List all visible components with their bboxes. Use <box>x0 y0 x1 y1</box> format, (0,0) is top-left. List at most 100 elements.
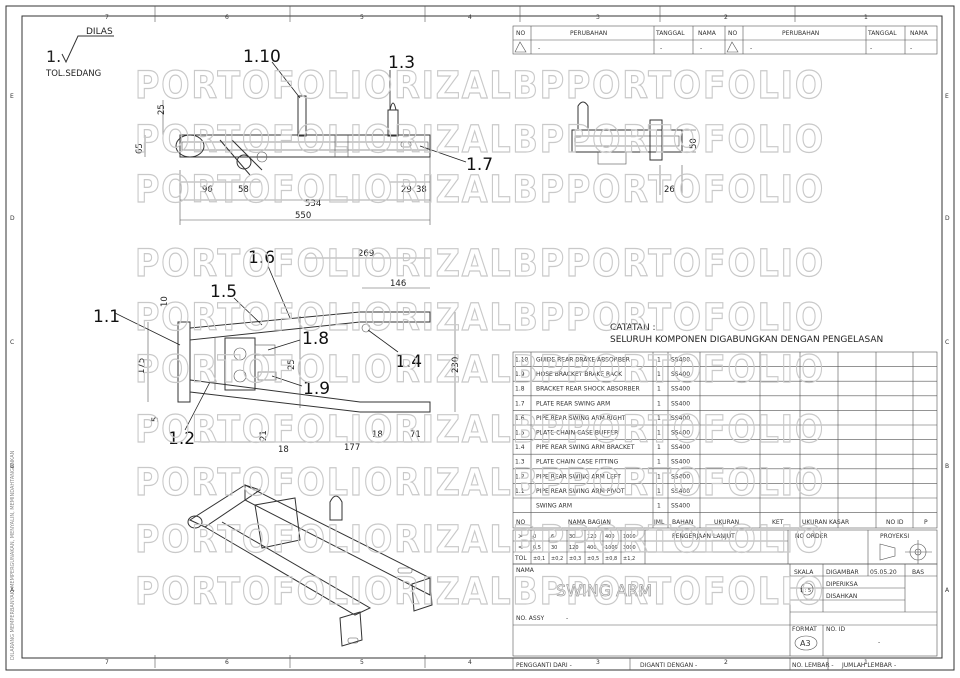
rev-h-nama1: NAMA <box>698 30 717 37</box>
weld-check-icon <box>61 35 114 64</box>
dim-10: 10 <box>160 296 170 307</box>
weld-note-number: 1. <box>46 47 61 66</box>
no-assy-label: NO. ASSY <box>516 615 545 622</box>
part-no: 1.4 <box>515 444 525 451</box>
row-right-c: C <box>945 339 949 346</box>
dim-18b: 18 <box>372 430 383 440</box>
callouts: 1.10 1.3 1.7 1.6 1.5 1.1 1.8 1.4 1.9 1.2 <box>93 47 493 449</box>
no-id-value: - <box>878 639 880 646</box>
format-label: FORMAT <box>792 626 817 633</box>
callout-1-2: 1.2 <box>168 429 195 449</box>
tolerance-cell: 3000 <box>623 545 636 551</box>
skala-value: 1 : 5 <box>800 588 811 594</box>
parts-list-table: NO NAMA BAGIAN JML BAHAN UKURAN KET UKUR… <box>512 351 938 529</box>
rev-h-tanggal1: TANGGAL <box>655 30 685 37</box>
notes-title: CATATAN : <box>610 323 656 333</box>
skala-label: SKALA <box>794 569 814 576</box>
col-top-1: 1 <box>864 14 868 21</box>
tolerance-cell: ±0,5 <box>587 556 599 562</box>
part-material: SS400 <box>671 371 690 378</box>
part-material: SS400 <box>671 400 690 407</box>
parts-h-bahan: BAHAN <box>672 519 693 526</box>
tolerance-cell: 30 <box>551 545 557 551</box>
part-material: SS400 <box>671 357 690 364</box>
part-no: 1.7 <box>515 400 525 407</box>
watermark-layer: PORTOFOLIORIZALBPPORTOFOLIO PORTOFOLIORIZ… <box>134 63 825 613</box>
row-left-a: A <box>10 587 15 594</box>
part-no: 1.8 <box>515 386 525 393</box>
digambar-date: 05.05.20 <box>870 569 897 576</box>
dim-177: 177 <box>344 443 360 453</box>
front-view-drawing: 269 146 10 175 25 230 5 21 18 177 18 71 <box>137 249 461 455</box>
tolerance-cell: ±0,3 <box>569 556 581 562</box>
part-qty: 1 <box>657 459 661 466</box>
part-name: HOSE BRACKET BRAKE RACK <box>536 371 623 378</box>
tol-label-proyeksi: PROYEKSI <box>880 533 909 540</box>
dim-175: 175 <box>137 358 147 374</box>
tolerance-cell: 30 <box>569 534 575 540</box>
revision-triangle-icon <box>726 41 739 53</box>
parts-h-p: P <box>924 519 928 526</box>
tolerance-cell: 0,5 <box>533 545 541 551</box>
footer-no-lembar: NO. LEMBAR - <box>792 662 834 669</box>
inner-frame <box>21 15 943 659</box>
column-markers-bottom: 7 6 5 4 3 2 1 <box>105 655 868 668</box>
part-qty: 1 <box>657 473 661 480</box>
tolerance-cell: 120 <box>587 534 597 540</box>
part-material: SS400 <box>671 488 690 495</box>
callout-1-1: 1.1 <box>93 307 120 327</box>
revision-triangle-icon <box>514 41 527 53</box>
part-name: PIPE REAR SWING ARM BRACKET <box>536 444 635 451</box>
callout-1-5: 1.5 <box>210 282 237 302</box>
tolerance-cell: 400 <box>587 545 597 551</box>
row-left-c: C <box>10 339 14 346</box>
footer-jumlah-lembar: JUMLAH LEMBAR - <box>841 662 896 669</box>
part-material: SS400 <box>671 430 690 437</box>
part-name: PIPE REAR SWING ARM RIGHT <box>536 415 626 422</box>
watermark-text: PORTOFOLIORIZALBPPORTOFOLIO <box>135 118 825 161</box>
parts-h-ket: KET <box>772 519 784 526</box>
rev-h-nama2: NAMA <box>910 30 929 37</box>
outer-frame <box>5 5 955 671</box>
part-material: SS400 <box>671 473 690 480</box>
title-nama-label: NAMA <box>516 567 535 574</box>
rev-h-no1: NO <box>516 30 525 37</box>
column-markers-top: 7 6 5 4 3 2 1 <box>105 6 868 22</box>
part-name: PLATE REAR SWING ARM <box>536 400 610 407</box>
callout-1-9: 1.9 <box>303 379 330 399</box>
row-left-d: D <box>10 215 15 222</box>
watermark-text: PORTOFOLIORIZALBPPORTOFOLIO <box>135 64 825 107</box>
col-top-4: 4 <box>468 14 472 21</box>
tolerance-cell: 6 <box>551 534 554 540</box>
part-name: PLATE CHAIN CASE FITTING <box>536 459 619 466</box>
part-material: SS400 <box>671 503 690 510</box>
col-bottom-6: 6 <box>225 659 229 666</box>
side-view-drawing: 50 26 <box>571 101 699 195</box>
tolerance-cell: 1000 <box>623 534 636 540</box>
side-copyright-note: DILARANG MEMPERBANYAK, MEMPERGUNAKAN, ME… <box>10 450 16 660</box>
part-name: PIPE REAR SWING ARM PIVOT <box>536 488 625 495</box>
footer-diganti: DIGANTI DENGAN - <box>640 662 697 669</box>
dim-38: 38 <box>416 185 427 195</box>
dim-65: 65 <box>135 143 145 154</box>
part-qty: 1 <box>657 357 661 364</box>
dim-269: 269 <box>358 249 374 259</box>
callout-1-7: 1.7 <box>466 155 493 175</box>
tolerance-cell: 120 <box>569 545 579 551</box>
tolerance-label: TOL.SEDANG <box>45 69 101 79</box>
tolerance-cell: ±0,1 <box>533 556 545 562</box>
col-bottom-3: 3 <box>596 659 600 666</box>
col-top-3: 3 <box>596 14 600 21</box>
digambar-name: BAS <box>912 569 924 576</box>
footer-pengganti: PENGGANTI DARI - <box>516 662 572 669</box>
part-material: SS400 <box>671 386 690 393</box>
dim-96: 96 <box>202 185 213 195</box>
parts-h-jml: JML <box>653 519 665 526</box>
disahkan-label: DISAHKAN <box>826 593 857 600</box>
dim-25-front: 25 <box>287 359 297 370</box>
part-name: PIPE REAR SWING ARM LEFT <box>536 473 621 480</box>
notes-block: CATATAN : SELURUH KOMPONEN DIGABUNGKAN D… <box>610 323 883 345</box>
part-name: GUIDE REAR BRAKE ABSORBER <box>536 357 630 364</box>
parts-h-no-id: NO ID <box>886 519 904 526</box>
